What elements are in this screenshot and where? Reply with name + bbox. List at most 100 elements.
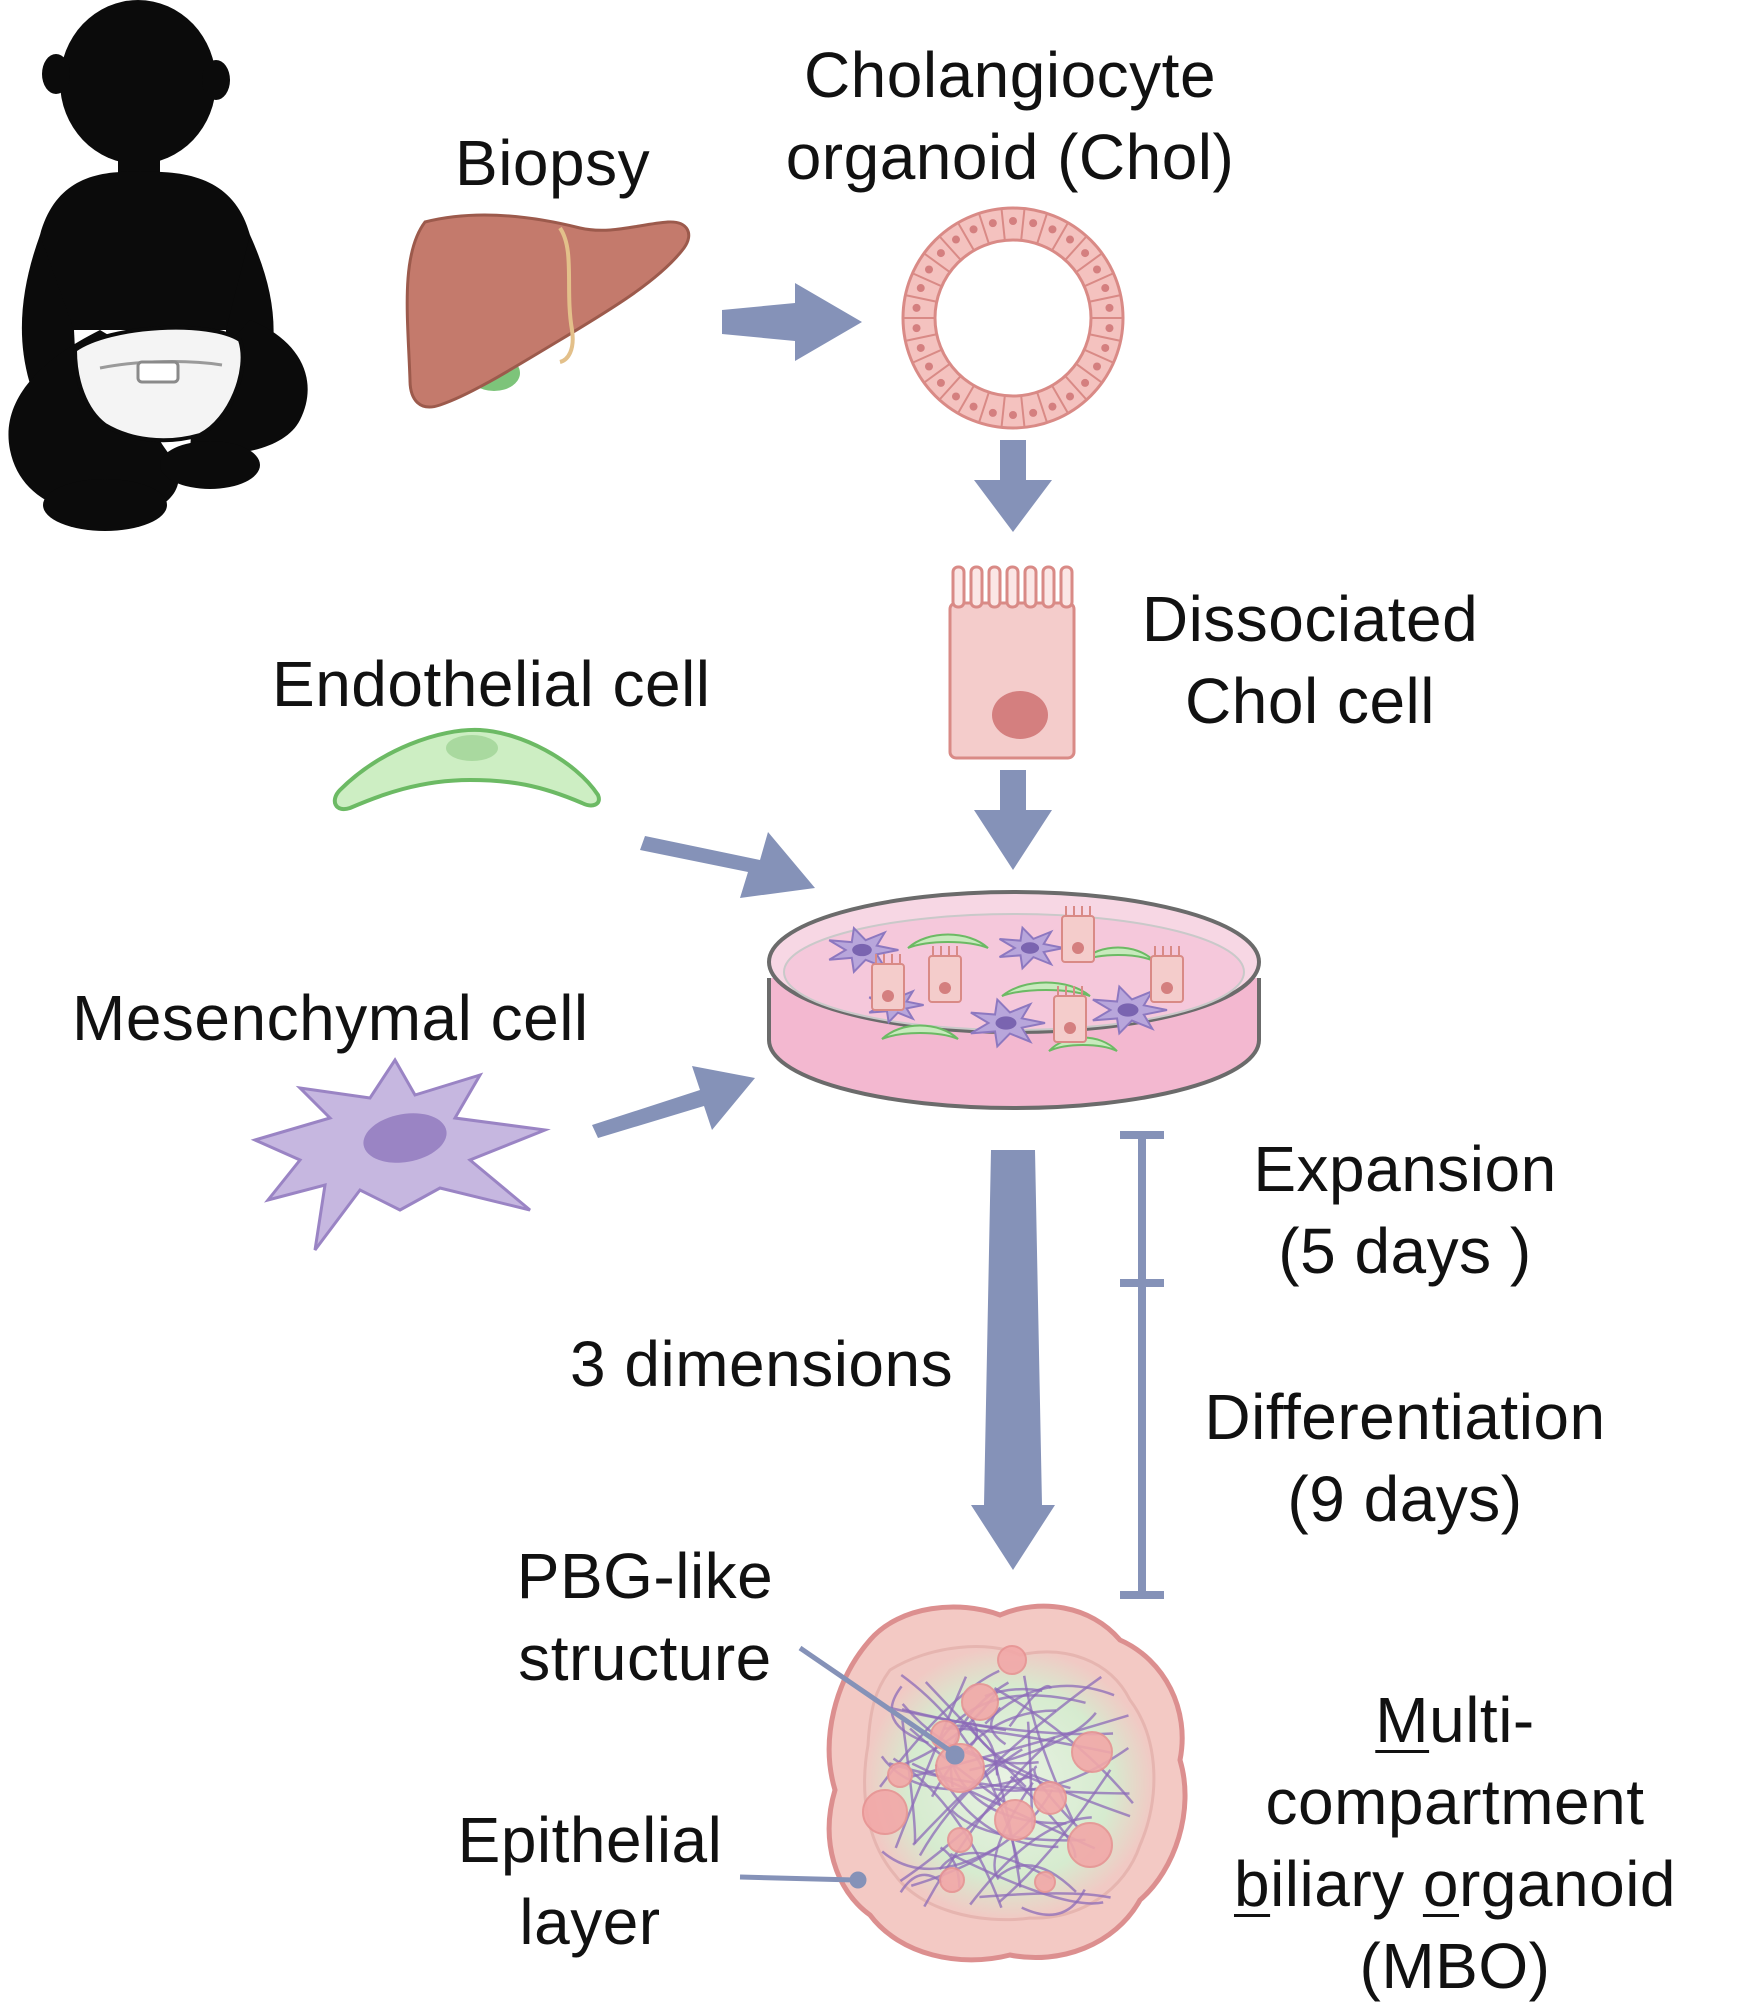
arrows xyxy=(592,283,1055,1570)
ring-nucleus xyxy=(969,402,978,411)
ring-nucleus xyxy=(1081,249,1090,258)
ring-nucleus xyxy=(1048,402,1057,411)
ring-nucleus xyxy=(1029,408,1038,417)
ring-cell-wall xyxy=(938,235,962,261)
petri-dish-icon xyxy=(767,890,1261,1110)
ring-cell-wall xyxy=(912,348,943,364)
biopsy-label: Biopsy xyxy=(455,127,651,199)
mbo-b-underlined: b xyxy=(1233,1848,1271,1920)
dish-chol-nucleus xyxy=(1072,942,1084,954)
ring-nucleus xyxy=(936,249,945,258)
arrow-cell-to-dish xyxy=(974,770,1052,870)
dissociated-label-line2: Chol cell xyxy=(1185,665,1435,737)
ring-cell-wall xyxy=(1000,208,1006,241)
pbg-bud xyxy=(947,1827,973,1853)
pbg-bud xyxy=(961,1683,999,1721)
ring-nucleus xyxy=(924,265,933,274)
mbo-fiber xyxy=(984,1684,1115,1725)
timeline-bracket xyxy=(1120,1131,1164,1599)
ring-cell-wall xyxy=(1036,391,1048,423)
dish-chol-nucleus xyxy=(1064,1022,1076,1034)
mbo-line3-rest: rganoid xyxy=(1459,1848,1677,1920)
mbo-fiber xyxy=(969,1816,1092,1906)
ring-cell-wall xyxy=(1020,208,1026,241)
ring-cell-wall xyxy=(912,272,943,288)
ring-nucleus xyxy=(912,324,921,333)
mbo-label-line4: (MBO) xyxy=(1359,1930,1551,2002)
ring-nucleus xyxy=(969,225,978,234)
expansion-label-line1: Expansion xyxy=(1253,1133,1557,1205)
pbg-bud xyxy=(862,1789,908,1835)
ring-cell-wall xyxy=(905,294,937,303)
dish-chol-cell xyxy=(1053,995,1087,1043)
ring-nucleus xyxy=(1101,343,1110,352)
ring-cell-wall xyxy=(1051,385,1069,414)
mbo-fiber xyxy=(990,1706,1007,1746)
endothelial-label: Endothelial cell xyxy=(272,648,711,720)
ring-nucleus xyxy=(988,219,997,228)
ring-nucleus xyxy=(1066,235,1075,244)
dish-endothelial-cell xyxy=(907,933,989,949)
ring-nucleus xyxy=(916,343,925,352)
mbo-fiber xyxy=(894,1676,968,1849)
mbo-o-underlined: o xyxy=(1422,1848,1460,1920)
ring-cell-wall xyxy=(1051,222,1069,251)
ring-nucleus xyxy=(1066,392,1075,401)
pbg-bud xyxy=(1067,1822,1113,1868)
mbo-fiber xyxy=(996,1864,1077,1893)
ring-nucleus xyxy=(1105,303,1114,312)
ring-cell-wall xyxy=(957,385,975,414)
arrow-biopsy-to-organoid xyxy=(722,283,862,361)
ring-cell-wall xyxy=(1075,363,1103,384)
arrow-mesenchymal-to-dish xyxy=(592,1066,755,1138)
pbg-label-line2: structure xyxy=(518,1622,772,1694)
ring-cell-wall xyxy=(923,252,951,273)
arrow-endothelial-to-dish xyxy=(640,832,815,898)
diaper-icon xyxy=(72,325,245,443)
ring-cell-wall xyxy=(1083,272,1114,288)
mbo-line3-mid: iliary xyxy=(1270,1848,1423,1920)
ring-nucleus xyxy=(1009,411,1017,419)
mbo-fiber xyxy=(918,1748,1023,1857)
dish-endothelial-cell xyxy=(1001,981,1091,997)
ring-nucleus xyxy=(1029,219,1038,228)
dish-mesenchymal-nucleus xyxy=(1020,942,1040,954)
pbg-label-line1: PBG-like xyxy=(516,1540,774,1612)
ring-nucleus xyxy=(1081,378,1090,387)
mbo-fibers xyxy=(879,1669,1134,1916)
dish-chol-cell xyxy=(928,955,962,1003)
ring-cell-wall xyxy=(957,222,975,251)
mbo-organoid-icon xyxy=(826,1603,1188,1963)
dish-chol-cell xyxy=(1061,915,1095,963)
ring-cell-wall xyxy=(923,363,951,384)
ring-cell-wall xyxy=(1000,395,1006,428)
ring-nucleus xyxy=(916,284,925,293)
ring-nucleus xyxy=(912,303,921,312)
dish-mesenchymal-nucleus xyxy=(1117,1003,1139,1017)
mbo-fiber xyxy=(912,1675,1103,1846)
mbo-label-line2: compartment xyxy=(1265,1766,1645,1838)
mesenchymal-cell-icon xyxy=(250,1057,551,1251)
organoid-ring-icon xyxy=(901,206,1125,430)
dish-chol-nucleus xyxy=(882,990,894,1002)
dish-chol-cell xyxy=(871,963,905,1011)
mbo-fiber xyxy=(979,1892,1111,1899)
liver-icon xyxy=(405,213,691,409)
pbg-bud xyxy=(994,1799,1036,1841)
cholangiocyte-icon xyxy=(948,565,1076,760)
ring-cell-wall xyxy=(1089,294,1121,303)
ring-cell-wall xyxy=(1064,375,1088,401)
mbo-fiber xyxy=(901,1707,1007,1732)
ring-nucleus xyxy=(1101,284,1110,293)
pbg-bud xyxy=(887,1762,913,1788)
dish-mesenchymal-nucleus xyxy=(995,1016,1017,1030)
differentiation-label-line2: (9 days) xyxy=(1287,1463,1523,1535)
pbg-bud xyxy=(1034,1871,1056,1893)
mbo-label-line1: Multi- xyxy=(1195,1679,1715,1761)
dish-chol-cell xyxy=(1150,955,1184,1003)
dish-mesenchymal-nucleus xyxy=(852,943,872,957)
ring-cell-wall xyxy=(1020,395,1026,428)
pbg-bud xyxy=(1033,1781,1067,1815)
mbo-fiber xyxy=(881,1846,998,1871)
